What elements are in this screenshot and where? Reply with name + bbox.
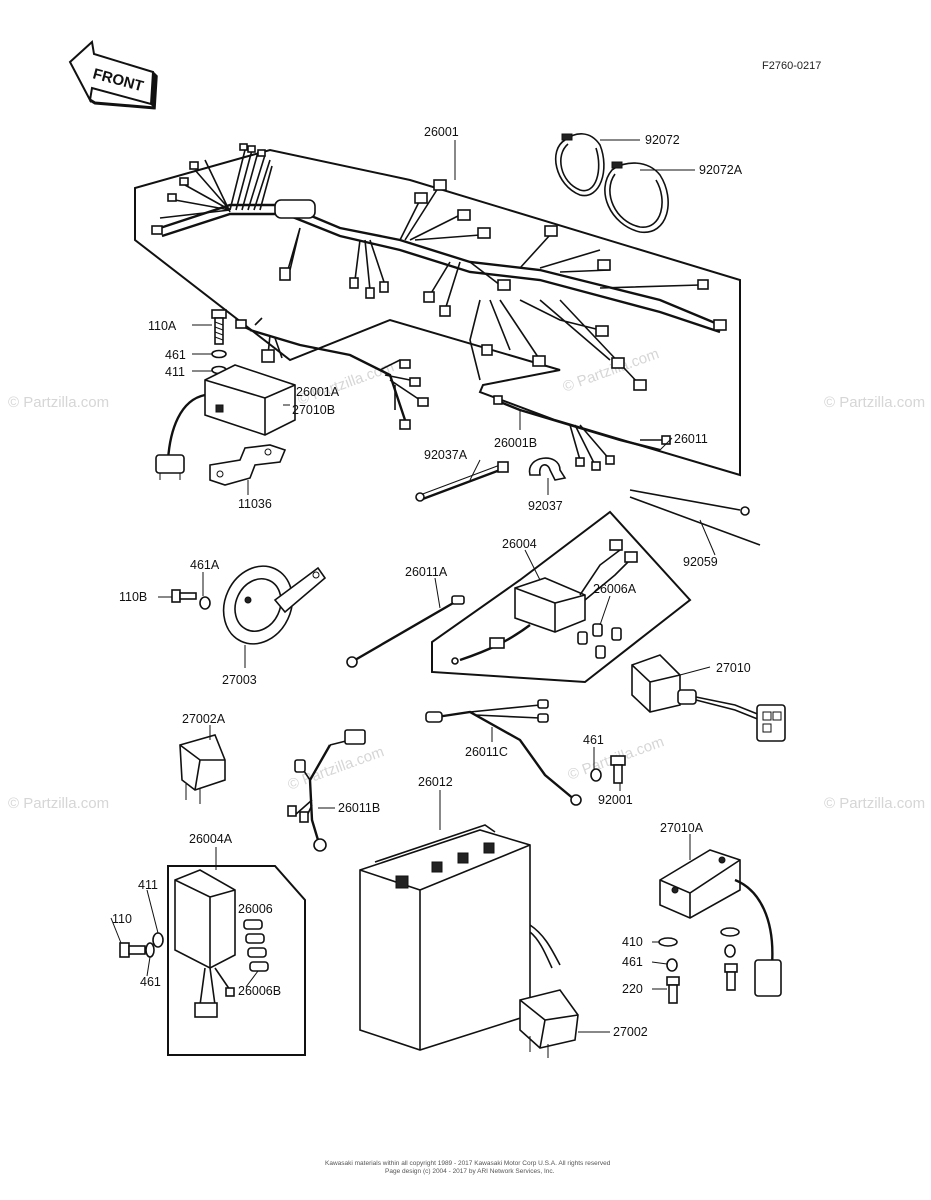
igniter-frame-lower	[167, 865, 306, 1056]
horn-27003	[222, 565, 327, 645]
regulator-27010B	[155, 364, 296, 480]
callout-92059: 92059	[683, 555, 718, 569]
watermark: © Partzilla.com	[296, 358, 397, 409]
callout-92072A: 92072A	[699, 163, 743, 177]
callout-461-mid: 461	[583, 733, 604, 747]
callout-27010B: 27010B	[292, 403, 335, 417]
bolt-92001	[610, 755, 626, 784]
relay-27002A	[179, 734, 226, 804]
callout-110: 110	[112, 912, 132, 926]
igniter-26004	[451, 539, 638, 665]
callout-461-low: 461	[140, 975, 161, 989]
callout-27002: 27002	[613, 1025, 648, 1039]
callout-92037: 92037	[528, 499, 563, 513]
callout-27010A: 27010A	[660, 821, 704, 835]
sub-harness-26011C	[425, 699, 582, 806]
callout-27002A: 27002A	[182, 712, 226, 726]
bolt-110A	[211, 309, 227, 345]
callout-26006A: 26006A	[593, 582, 637, 596]
washer-410	[658, 937, 678, 947]
callout-411-top: 411	[165, 365, 185, 379]
callout-220: 220	[622, 982, 643, 996]
sub-harness-26001B	[493, 395, 671, 471]
callout-27003: 27003	[222, 673, 257, 687]
callout-26011B: 26011B	[338, 801, 380, 815]
callout-11036: 11036	[238, 497, 272, 511]
callout-410: 410	[622, 935, 643, 949]
callout-26012: 26012	[418, 775, 453, 789]
igniter-frame	[431, 510, 692, 684]
callout-411-low: 411	[138, 878, 158, 892]
callout-26004: 26004	[502, 537, 537, 551]
callout-labels: 26001 92072 92072A 110A 461 411 26001A 2…	[112, 125, 751, 1039]
figure-id: F2760-0217	[762, 60, 821, 72]
leader-lines	[110, 139, 716, 1033]
washer-461-low	[145, 942, 155, 958]
callout-461-top: 461	[165, 348, 186, 362]
band-92072	[554, 133, 605, 197]
callout-26006: 26006	[238, 902, 273, 916]
washer-461-top	[211, 349, 227, 359]
bracket-11036	[209, 444, 287, 486]
washer-461-right	[666, 958, 678, 972]
wire-92059	[629, 489, 761, 546]
battery-26012	[359, 824, 561, 1051]
fuse-26006A	[577, 623, 622, 659]
wire-26011A	[346, 595, 465, 668]
callout-26001: 26001	[424, 125, 459, 139]
watermark: © Partzilla.com	[8, 795, 109, 812]
clamp-92037	[528, 457, 567, 481]
callout-26006B: 26006B	[238, 984, 281, 998]
watermark: © Partzilla.com	[8, 394, 109, 411]
strap-92037A	[415, 461, 509, 502]
callout-26011C: 26011C	[465, 745, 508, 759]
regulator-27010A	[659, 849, 782, 997]
washer-461-mid	[590, 768, 602, 782]
switch-27010	[631, 654, 786, 742]
callout-92037A: 92037A	[424, 448, 468, 462]
fuse-26006	[243, 919, 269, 972]
callout-26011A: 26011A	[405, 565, 448, 579]
front-arrow-icon: FRONT	[68, 40, 158, 110]
igniter-26004A	[174, 869, 236, 1018]
band-92072A	[604, 161, 669, 233]
fastener-set-27010A	[720, 927, 740, 991]
callout-26011: 26011	[674, 432, 708, 446]
sub-harness-26011B	[287, 729, 366, 852]
relay-27002	[519, 989, 579, 1058]
bolt-110B	[171, 589, 197, 603]
callout-92072: 92072	[645, 133, 680, 147]
callout-26004A: 26004A	[189, 832, 233, 846]
washer-461A	[199, 596, 211, 610]
callout-110B: 110B	[119, 590, 147, 604]
callout-110A: 110A	[148, 319, 177, 333]
washer-411-low	[152, 932, 164, 948]
bolt-220	[666, 976, 680, 1004]
callout-461-right: 461	[622, 955, 643, 969]
footer-page-design: Page design (c) 2004 - 2017 by ARI Netwo…	[385, 1168, 555, 1175]
watermark: © Partzilla.com	[824, 394, 925, 411]
callout-92001: 92001	[598, 793, 633, 807]
bolt-110	[119, 942, 146, 958]
footer-copyright: Kawasaki materials within all copyright …	[325, 1160, 611, 1167]
callout-26001A: 26001A	[296, 385, 340, 399]
callout-461A: 461A	[190, 558, 220, 572]
callout-26001B: 26001B	[494, 436, 537, 450]
main-wiring-harness	[151, 143, 727, 391]
harness-frame	[134, 148, 741, 477]
callout-27010: 27010	[716, 661, 751, 675]
sub-harness-26001A	[235, 317, 429, 430]
watermark: © Partzilla.com	[824, 795, 925, 812]
watermark-layer: © Partzilla.com © Partzilla.com © Partzi…	[8, 345, 925, 812]
